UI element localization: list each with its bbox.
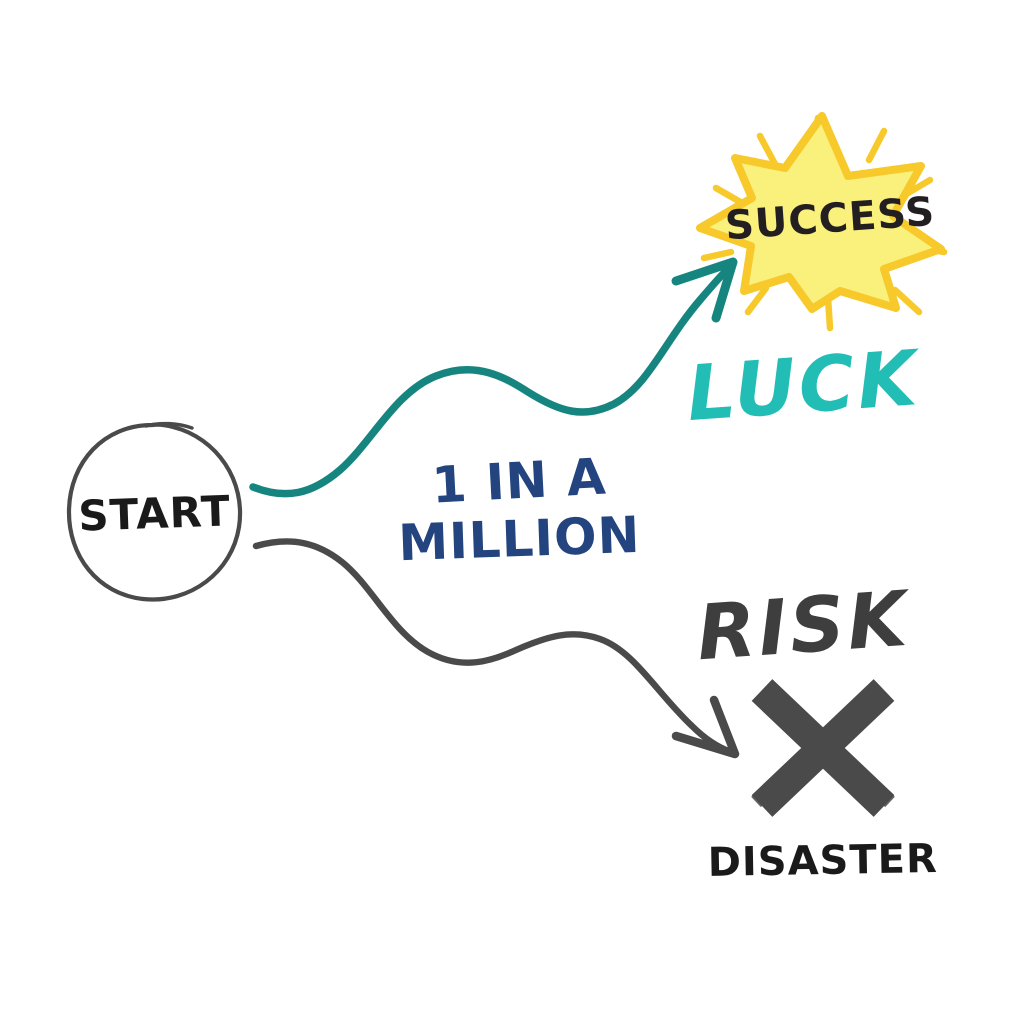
luck-branch-path[interactable] — [249, 257, 738, 498]
start-circle-overstroke — [144, 421, 194, 430]
risk-label: RISK — [694, 574, 914, 678]
luck-arrowhead-icon — [671, 257, 738, 323]
start-circle-icon — [66, 422, 243, 602]
x-stroke-2-texture-icon — [751, 680, 883, 808]
risk-branch-path[interactable] — [252, 538, 740, 759]
failure-x-mark[interactable] — [751, 679, 895, 817]
annotation-line-1: 1 IN A — [430, 447, 608, 514]
risk-arrowhead-icon — [671, 695, 740, 759]
probability-annotation: 1 IN A MILLION — [397, 447, 641, 572]
risk-curve-line — [252, 538, 735, 756]
success-burst[interactable]: SUCCESS — [696, 112, 948, 332]
disaster-label: DISASTER — [707, 836, 938, 886]
x-stroke-1-texture-icon — [763, 680, 895, 808]
start-node[interactable]: START — [66, 421, 243, 602]
luck-curve-line — [249, 262, 735, 498]
annotation-line-2: MILLION — [397, 506, 641, 572]
luck-label: LUCK — [684, 333, 924, 438]
start-label: START — [78, 486, 232, 540]
x-stroke-2-icon — [751, 679, 895, 817]
star-shape-icon — [696, 112, 945, 313]
